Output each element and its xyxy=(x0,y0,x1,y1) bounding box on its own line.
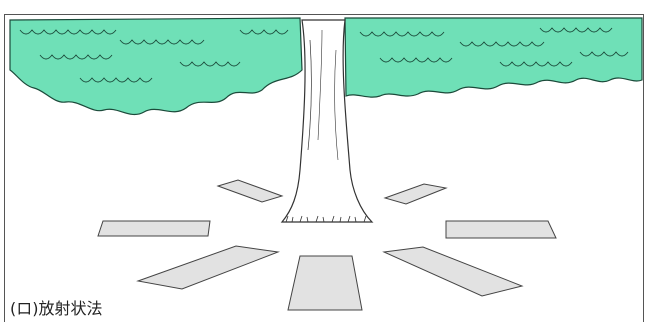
slab-left xyxy=(98,221,210,236)
slab-right xyxy=(446,221,556,238)
slab-lower-left xyxy=(138,246,278,289)
slab-lower-right xyxy=(384,247,522,296)
canopy-right xyxy=(345,18,642,97)
slab-upper-right xyxy=(385,184,446,204)
slab-upper-left xyxy=(218,180,282,202)
figure-caption: (ロ)放射状法 xyxy=(10,295,103,319)
slab-bottom xyxy=(288,256,362,310)
